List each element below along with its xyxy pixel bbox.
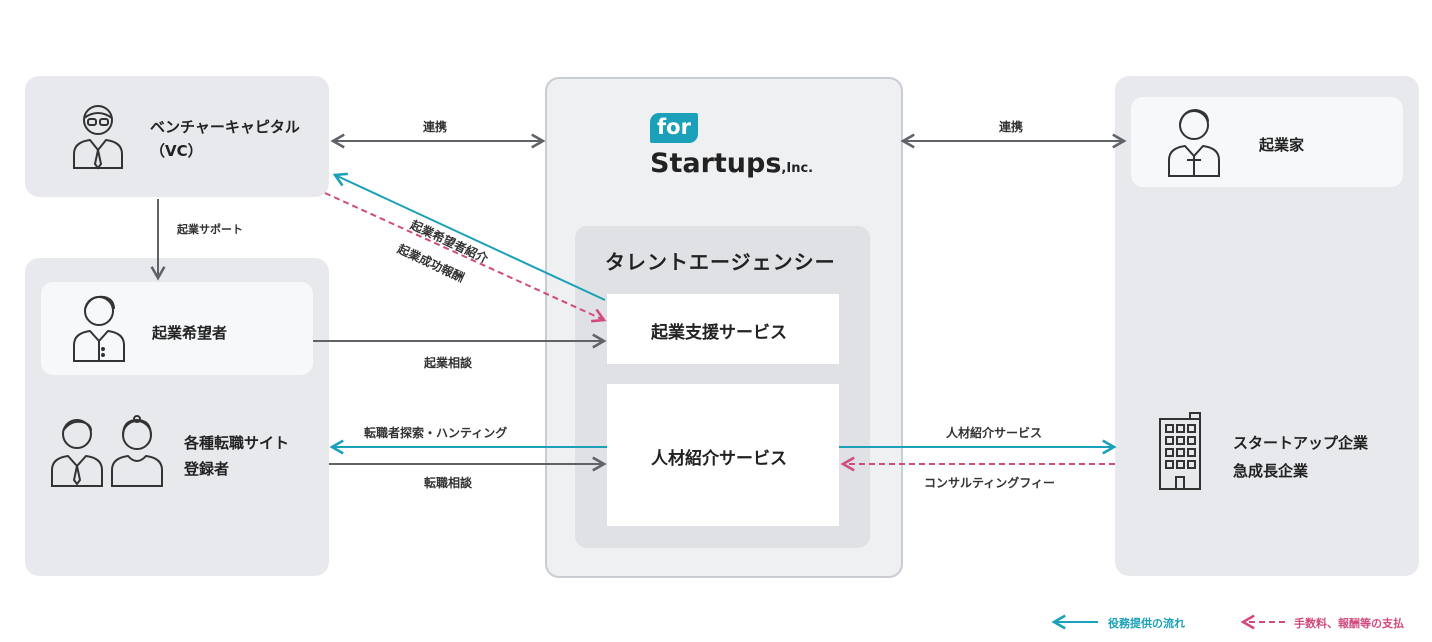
agency-title: タレントエージェンシー [605,250,836,274]
registrant-line1: 各種転職サイト [184,434,290,452]
company-line1: スタートアップ企業 [1233,434,1369,452]
support-label: 起業サポート [177,223,243,236]
aspirant-card [41,282,313,375]
logo-suffix: ,Inc. [781,161,814,176]
registrant-line2: 登録者 [184,460,230,478]
aspirant-person-icon [73,295,125,362]
logo-tag: for [650,113,698,143]
startup-consult-label: 起業相談 [424,356,473,370]
legend-service-label: 役務提供の流れ [1108,617,1185,630]
career-consult-label: 転職相談 [424,476,473,490]
recruit-service-box [607,384,839,526]
job-seeker-woman-icon [111,415,163,487]
success-fee-arrow [324,192,607,323]
vc-label-line2: （VC） [150,142,203,160]
vc-label-line1: ベンチャーキャピタル [150,118,300,136]
intro-aspirants-arrow [332,172,606,301]
recruit-service-label: 人材紹介サービス [651,449,787,469]
legend-payment-label: 手数料、報酬等の支払 [1294,617,1404,630]
company-line2: 急成長企業 [1233,462,1309,480]
recruit-service-flow-label: 人材紹介サービス [946,426,1043,440]
startup-support-label: 起業支援サービス [651,323,787,343]
consulting-fee-label: コンサルティングフィー [924,476,1056,490]
founder-label: 起業家 [1259,136,1305,154]
logo-name: Startups,Inc. [650,148,814,179]
link-left-label: 連携 [423,120,448,134]
startup-support-box [607,294,839,364]
founder-card [1131,97,1403,187]
aspirant-label: 起業希望者 [152,324,228,342]
link-right-label: 連携 [999,120,1024,134]
vc-panel [25,76,329,197]
office-building-icon [1159,412,1201,490]
vc-person-icon [73,105,123,170]
search-hunting-label: 転職者探索・ハンティング [364,426,508,440]
founder-person-icon [1168,108,1220,177]
job-seeker-man-icon [51,419,103,487]
